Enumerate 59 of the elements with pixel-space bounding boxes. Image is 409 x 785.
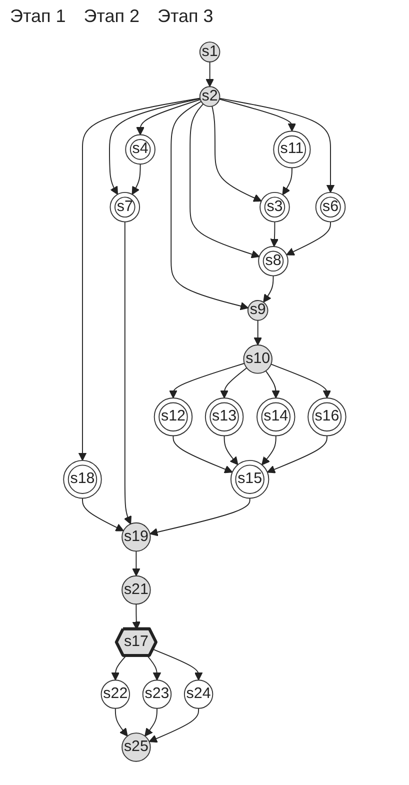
node-circle: s10 <box>243 344 272 374</box>
stage-label: Этап 1 <box>10 6 66 27</box>
node-circle: s12 <box>154 398 192 436</box>
arrow <box>218 98 296 132</box>
arrow <box>253 320 262 346</box>
arrow <box>211 106 262 202</box>
arrow <box>148 708 199 743</box>
node-circle: s1 <box>199 42 220 62</box>
node-circle: s14 <box>256 398 296 436</box>
node-circle: s19 <box>121 522 151 552</box>
arrow <box>220 367 247 398</box>
arrow <box>270 364 331 398</box>
node-circle: s24 <box>184 680 213 709</box>
node-circle: s25 <box>121 732 151 762</box>
arrow <box>270 221 278 247</box>
node-circle: s7 <box>110 192 140 222</box>
arrow <box>261 435 276 466</box>
arrow <box>132 604 140 630</box>
node-circle: s4 <box>124 134 156 165</box>
arrow <box>266 435 328 474</box>
arrow <box>136 99 201 136</box>
node-circle: s6 <box>315 192 346 222</box>
arrow <box>108 98 200 195</box>
arrow <box>218 98 334 193</box>
arrow <box>224 435 238 466</box>
node-circle: s16 <box>307 398 346 436</box>
node-circle: s18 <box>62 460 102 499</box>
arrow <box>282 167 292 196</box>
arrow <box>111 655 126 680</box>
arrow <box>146 655 161 680</box>
arrow <box>262 275 274 303</box>
arrow <box>152 648 203 680</box>
node-circle: s2 <box>199 86 220 107</box>
arrow <box>265 370 280 398</box>
arrow <box>132 550 140 576</box>
node-circle: s22 <box>100 680 130 709</box>
node-circle: s11 <box>272 130 311 168</box>
node-circle: s21 <box>121 575 151 605</box>
arrow <box>82 498 124 532</box>
arrow <box>114 708 128 736</box>
arrow <box>132 164 141 195</box>
arrow <box>78 98 200 461</box>
node-circle: s15 <box>230 460 269 499</box>
node-circle: s3 <box>259 192 290 222</box>
arrow <box>189 103 260 258</box>
arrow <box>149 498 250 536</box>
arrow <box>286 221 331 256</box>
arrow <box>124 221 132 524</box>
node-circle: s23 <box>142 680 172 709</box>
arrow <box>144 708 158 736</box>
stage-label: Этап 2 <box>84 6 140 27</box>
stage-label: Этап 3 <box>158 6 214 27</box>
arrow <box>172 435 232 474</box>
arrow <box>168 362 245 398</box>
node-circle: s13 <box>204 398 244 436</box>
arrow <box>170 100 248 310</box>
node-circle: s8 <box>258 246 288 276</box>
arrow <box>205 61 214 87</box>
node-circle: s9 <box>247 300 268 321</box>
